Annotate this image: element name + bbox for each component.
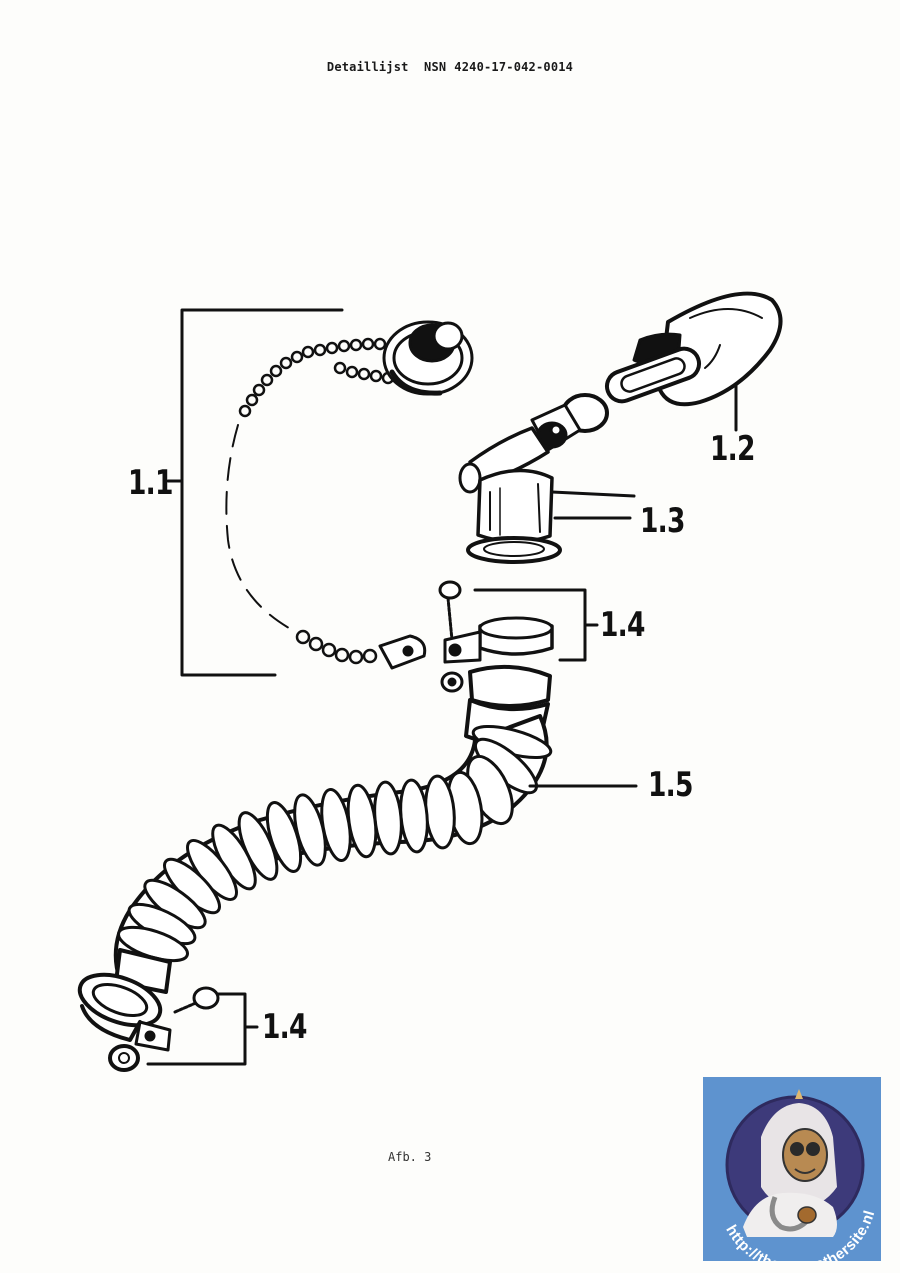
clamp-bottom: [77, 972, 220, 1072]
chain-upper: [238, 337, 395, 418]
label-1-4-bottom: 1.4: [262, 1007, 307, 1047]
label-1-3: 1.3: [640, 501, 685, 541]
chain-lower: [295, 629, 378, 665]
bracket-1-1: [180, 308, 344, 677]
valve-body: [458, 393, 636, 564]
document-header: Detaillijst NSN 4240-17-042-0014: [0, 60, 900, 74]
label-1-5: 1.5: [648, 765, 693, 805]
chain-dashed: [225, 424, 297, 633]
figure-caption: Afb. 3: [388, 1150, 432, 1164]
diver-emblem-icon: http://therebreathersite.nl: [722, 1089, 878, 1261]
label-1-2: 1.2: [710, 429, 755, 469]
label-1-1: 1.1: [128, 463, 173, 503]
header-nsn-number: 4240-17-042-0014: [454, 60, 574, 74]
mouthpiece: [604, 291, 783, 407]
chain-end-tab: [378, 634, 427, 670]
header-title: Detaillijst: [326, 60, 409, 74]
bracket-1-4-bottom: [146, 992, 247, 1066]
corrugated-hose: [113, 664, 553, 994]
site-logo: http://therebreathersite.nl: [703, 1077, 881, 1261]
header-nsn-label: NSN: [424, 60, 447, 74]
clamp-top: [438, 580, 554, 693]
label-1-4-top: 1.4: [600, 605, 645, 645]
protective-cap: [382, 320, 474, 396]
